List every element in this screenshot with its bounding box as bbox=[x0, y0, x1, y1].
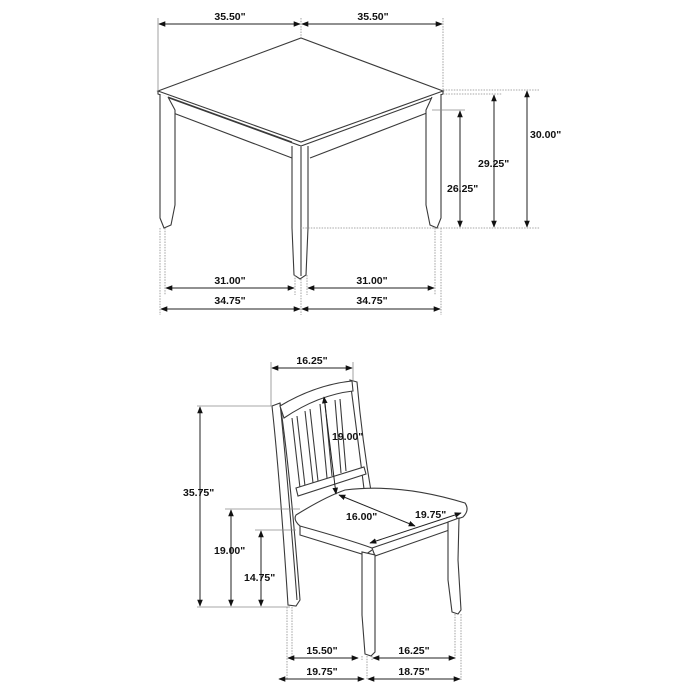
table-outer-span-right-label: 34.75" bbox=[356, 295, 387, 307]
chair-apron-height-label: 14.75" bbox=[244, 572, 275, 584]
chair-back-width-label: 16.25" bbox=[296, 355, 327, 367]
chair-seat-height-label: 19.00" bbox=[214, 545, 245, 557]
table-outer-span-left-label: 34.75" bbox=[214, 295, 245, 307]
table-leg-front bbox=[291, 146, 309, 280]
chair-overall-height-label: 35.75" bbox=[183, 487, 214, 499]
chair-inner-span-right-label: 16.25" bbox=[398, 645, 429, 657]
chair-inner-span-left-label: 15.50" bbox=[306, 645, 337, 657]
table-drawing: 35.50" 35.50" 30.00" 29.25" 26.25" 31.00… bbox=[156, 11, 561, 315]
chair-back-height-label: 19.00" bbox=[332, 431, 363, 443]
table-inner-span-left-label: 31.00" bbox=[214, 275, 245, 287]
table-top-underside-height-label: 29.25" bbox=[478, 158, 509, 170]
chair-outer-span-left-label: 19.75" bbox=[306, 666, 337, 678]
table-leg-right bbox=[425, 94, 442, 229]
table-inner-span-right-label: 31.00" bbox=[356, 275, 387, 287]
chair-seat-depth-label: 16.00" bbox=[346, 511, 377, 523]
table-leg-left bbox=[159, 94, 176, 229]
table-top-width-right-label: 35.50" bbox=[357, 11, 388, 23]
chair-outer-span-right-label: 18.75" bbox=[398, 666, 429, 678]
table-top-width-left-label: 35.50" bbox=[214, 11, 245, 23]
chair-leg-front-left bbox=[361, 551, 376, 657]
chair-leg-front-right bbox=[447, 517, 462, 615]
table-total-height-label: 30.00" bbox=[530, 129, 561, 141]
chair-top-rail bbox=[279, 380, 354, 419]
chair-back-post-left bbox=[271, 402, 301, 607]
chair-drawing: 16.25" 19.00" 35.75" 19.00" 14.75" 16.00… bbox=[183, 355, 468, 682]
table-top bbox=[156, 37, 445, 143]
chair-seat-width-label: 19.75" bbox=[415, 509, 446, 521]
table-apron-height-label: 26.25" bbox=[447, 183, 478, 195]
